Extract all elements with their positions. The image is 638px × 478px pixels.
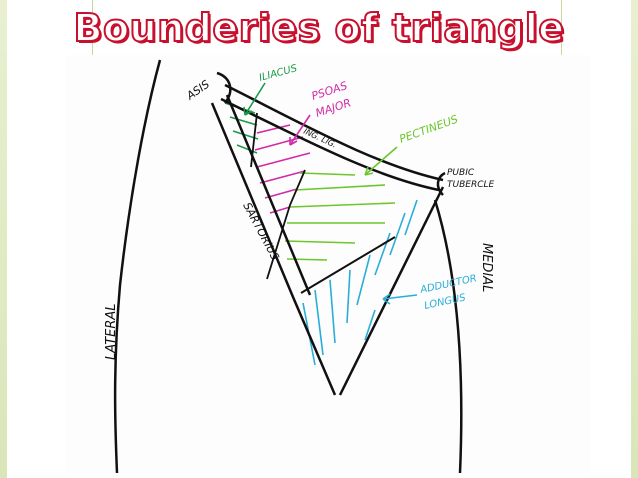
adductor-longus-border [338,186,445,396]
pubic-tubercle-marker [436,171,446,196]
medial-label: MEDIAL [479,243,494,292]
adductor-longus-label-line1: ADDUCTOR [418,273,477,296]
label-pointers [243,82,418,305]
lateral-thigh-outline [113,59,162,473]
psoas-major-hatching [254,124,311,214]
asis-marker [216,71,232,104]
pubic-tubercle-label-line1: PUBIC [447,168,475,178]
psoas-border [250,112,306,280]
left-accent-bar [0,0,7,478]
pectineus-hatching [284,172,396,261]
medial-thigh-outline [433,199,463,473]
pubic-tubercle-label-line2: TUBERCLE [447,180,494,190]
adductor-longus-label-line2: LONGUS [423,292,467,312]
triangle-sketch: ASIS ILIACUS PSOAS MAJOR PECTINEUS ING. … [104,59,494,473]
femoral-triangle-drawing: ASIS ILIACUS PSOAS MAJOR PECTINEUS ING. … [65,55,590,473]
pectineus-adductor-border [300,236,396,294]
iliacus-label: ILIACUS [258,63,299,84]
slide-title: Bounderies of triangle [72,5,565,51]
sartorius-band [210,94,337,396]
right-accent-bar [631,0,638,478]
lateral-label: LATERAL [104,303,119,360]
asis-label: ASIS [183,78,212,103]
pectineus-label: PECTINEUS [398,113,460,146]
